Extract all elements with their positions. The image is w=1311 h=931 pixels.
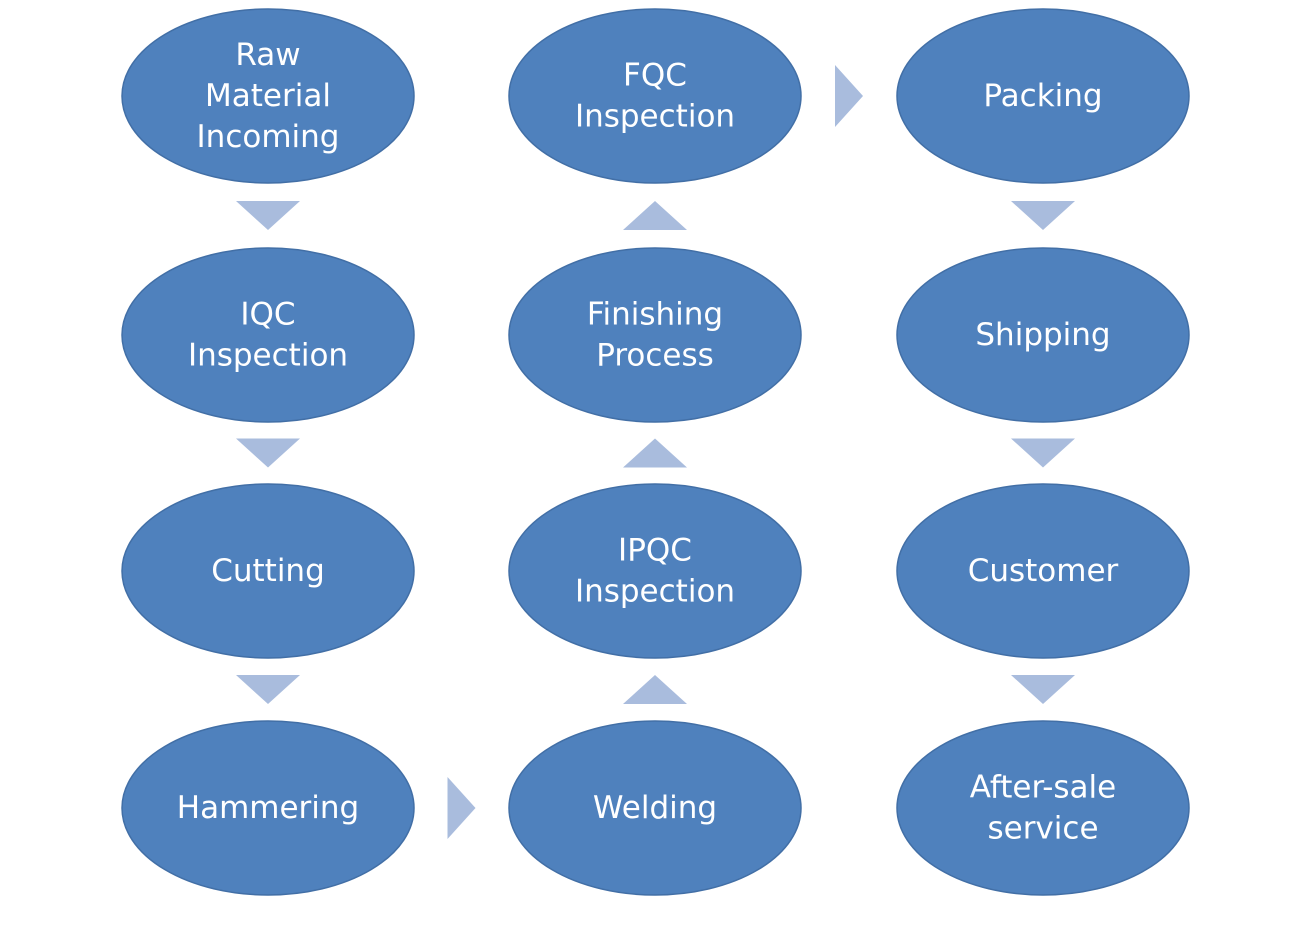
node-label-line: IQC — [240, 297, 295, 333]
node-label-line: service — [987, 811, 1098, 847]
arrow-finishing-process-to-fqc-inspection — [623, 201, 687, 230]
node-ellipse — [896, 720, 1190, 896]
node-cutting: Cutting — [121, 483, 415, 659]
node-ellipse — [121, 483, 415, 659]
arrow-ipqc-inspection-to-finishing-process — [623, 438, 687, 468]
arrow-fqc-inspection-to-packing — [835, 65, 863, 127]
node-label-line: Cutting — [211, 553, 325, 589]
node-label-line: FQC — [623, 58, 687, 94]
node-shipping: Shipping — [896, 247, 1190, 423]
node-label-line: IPQC — [618, 533, 692, 569]
node-welding: Welding — [508, 720, 802, 896]
node-packing: Packing — [896, 8, 1190, 184]
node-fqc-inspection: FQC Inspection — [508, 8, 802, 184]
node-label-line: Incoming — [197, 119, 340, 155]
node-ellipse — [896, 247, 1190, 423]
node-label-line: Packing — [983, 78, 1102, 114]
node-ellipse — [896, 8, 1190, 184]
node-label-line: Material — [205, 78, 331, 114]
arrow-hammering-to-welding — [447, 777, 476, 839]
node-label-line: After-sale — [970, 770, 1116, 806]
node-ellipse — [508, 720, 802, 896]
arrow-packing-to-shipping — [1011, 201, 1075, 230]
arrow-customer-to-after-sale-service — [1011, 675, 1075, 704]
arrow-shipping-to-customer — [1011, 438, 1075, 468]
arrows-layer — [236, 65, 1075, 839]
arrow-iqc-inspection-to-cutting — [236, 438, 300, 468]
node-ellipse — [508, 8, 802, 184]
node-ellipse — [121, 720, 415, 896]
node-label-line: Inspection — [575, 574, 735, 610]
node-ellipse — [121, 8, 415, 184]
node-iqc-inspection: IQC Inspection — [121, 247, 415, 423]
node-label-line: Welding — [593, 790, 717, 826]
node-label-line: Inspection — [188, 338, 348, 374]
arrow-raw-material-incoming-to-iqc-inspection — [236, 201, 300, 230]
node-ellipse — [508, 483, 802, 659]
node-label-line: Finishing — [587, 297, 723, 333]
arrow-cutting-to-hammering — [236, 675, 300, 704]
node-ellipse — [121, 247, 415, 423]
node-label-line: Process — [596, 338, 714, 374]
arrow-welding-to-ipqc-inspection — [623, 675, 687, 704]
node-label-line: Inspection — [575, 99, 735, 135]
node-label-line: Customer — [968, 553, 1119, 589]
node-label-line: Shipping — [975, 317, 1110, 353]
nodes-layer: RawMaterialIncomingIQCInspectionCuttingH… — [121, 8, 1190, 896]
node-customer: Customer — [896, 483, 1190, 659]
node-ellipse — [896, 483, 1190, 659]
node-label-line: Raw — [235, 37, 300, 73]
node-label-line: Hammering — [177, 790, 359, 826]
node-ipqc-inspection: IPQC Inspection — [508, 483, 802, 659]
node-after-sale-service: After-sale service — [896, 720, 1190, 896]
node-ellipse — [508, 247, 802, 423]
node-hammering: Hammering — [121, 720, 415, 896]
